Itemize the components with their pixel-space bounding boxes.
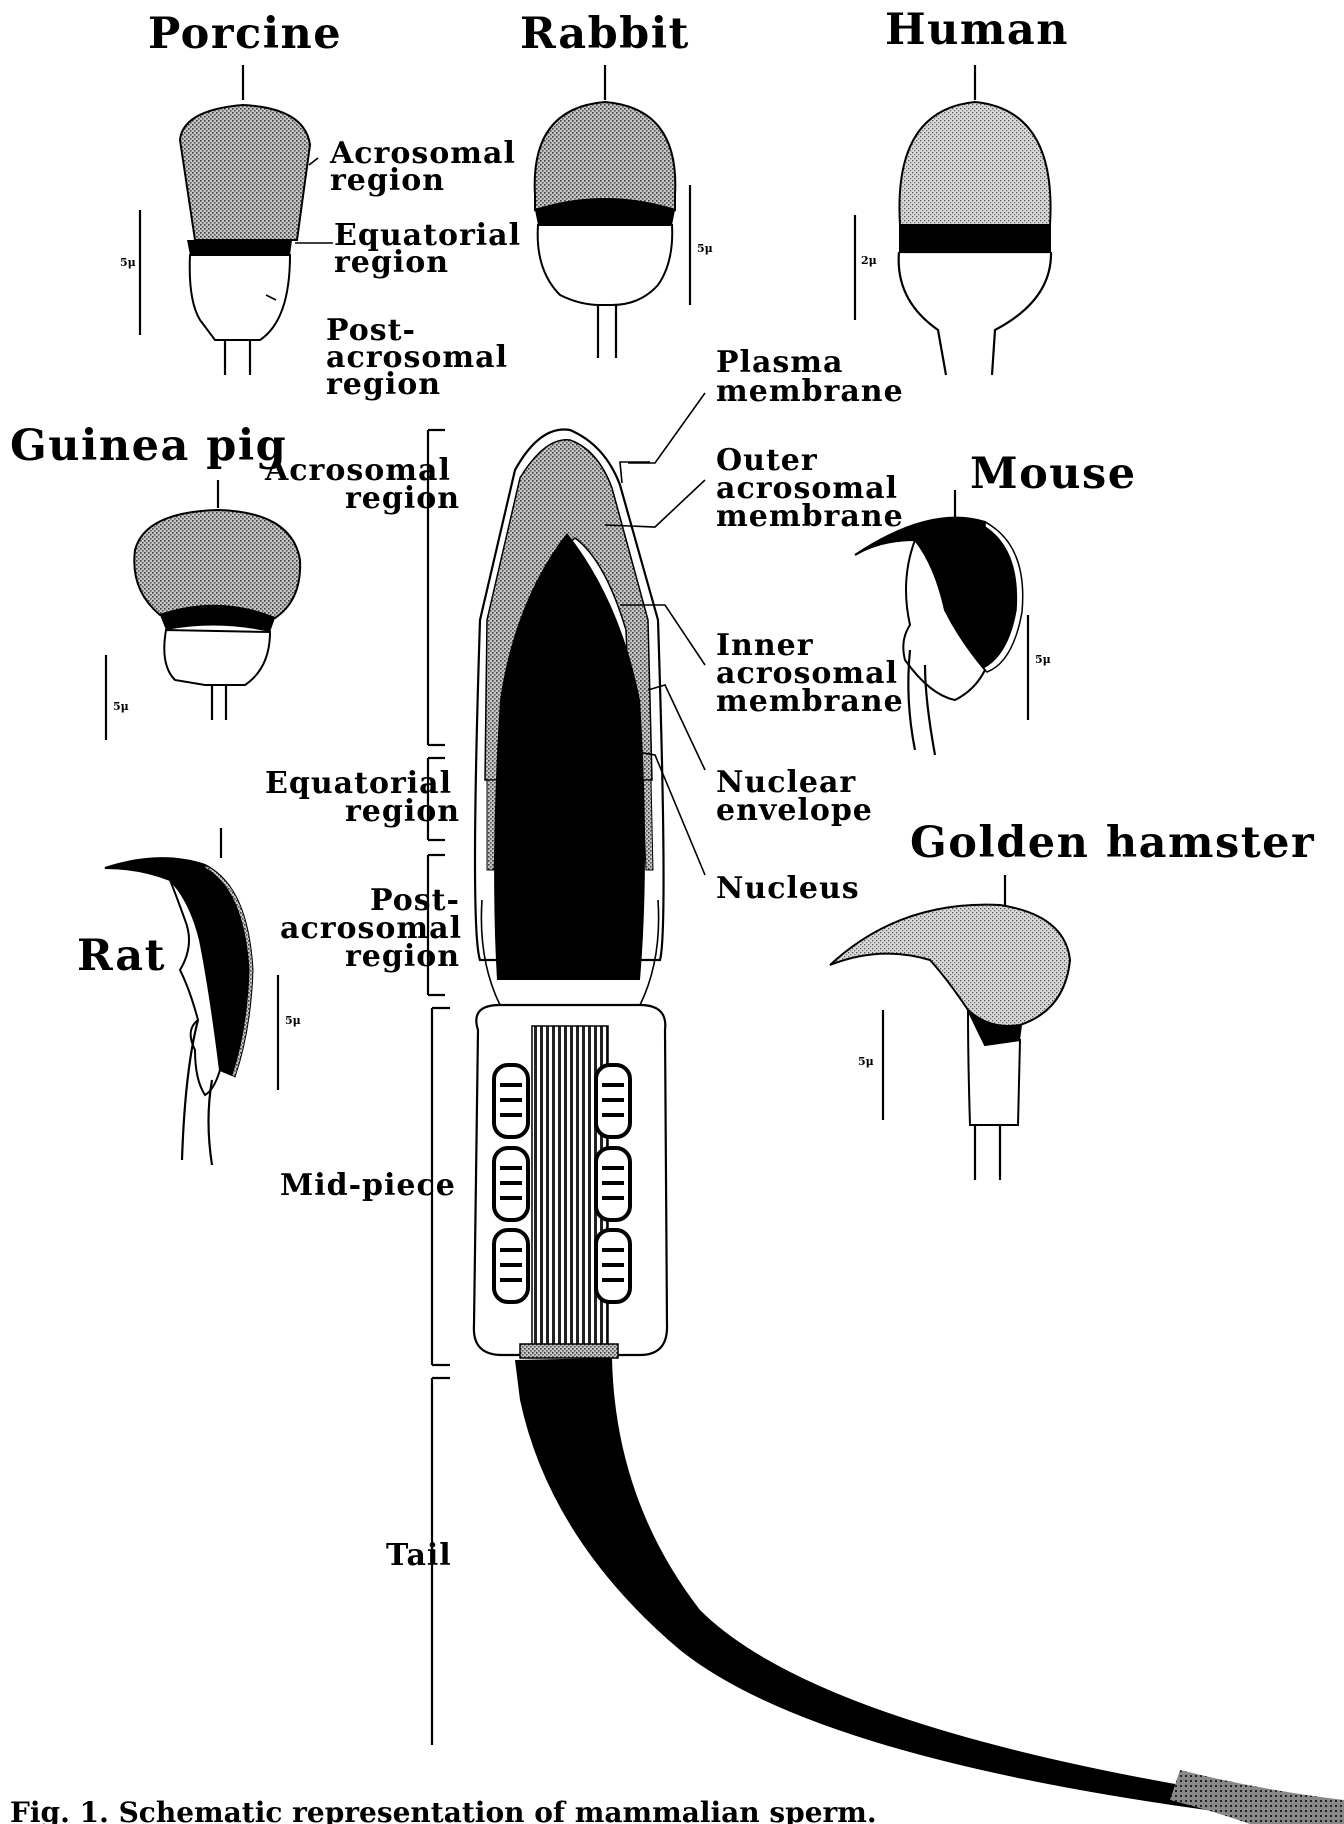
sperm-tail — [515, 1358, 1344, 1824]
central-sperm-head — [475, 430, 664, 981]
porcine-scale-label: 5μ — [120, 256, 136, 269]
porcine-acrosomal-label-2: region — [330, 163, 445, 198]
rat-scale-label: 5μ — [285, 1014, 301, 1027]
porcine-title: Porcine — [148, 9, 342, 59]
mitochondria-left — [494, 1065, 528, 1302]
guinea-pig-title: Guinea pig — [10, 421, 287, 471]
golden-hamster-sperm-head — [830, 875, 1070, 1180]
human-title: Human — [885, 5, 1069, 55]
rat-title: Rat — [77, 931, 166, 981]
guinea-pig-scale-label: 5μ — [113, 700, 129, 713]
region-tail-label: Tail — [386, 1538, 452, 1573]
region-equatorial-label-2: region — [345, 794, 460, 829]
mitochondria-right — [596, 1065, 630, 1302]
human-scale-label: 2μ — [861, 254, 877, 267]
porcine-sperm-head — [140, 65, 333, 375]
porcine-post-acrosomal-label-3: region — [326, 367, 441, 402]
region-acrosomal-label-2: region — [345, 481, 460, 516]
human-sperm-head — [855, 65, 1051, 375]
region-post-acrosomal-label-3: region — [345, 939, 460, 974]
golden-hamster-scale-label: 5μ — [858, 1055, 874, 1068]
mouse-scale-label: 5μ — [1035, 653, 1051, 666]
mouse-title: Mouse — [970, 449, 1137, 499]
region-mid-piece-label: Mid-piece — [280, 1168, 456, 1203]
rabbit-sperm-head — [535, 65, 690, 358]
outer-acrosomal-membrane-label-3: membrane — [716, 499, 904, 534]
nuclear-envelope-label-2: envelope — [716, 793, 873, 828]
golden-hamster-title: Golden hamster — [910, 818, 1315, 868]
plasma-membrane-label-2: membrane — [716, 374, 904, 409]
sperm-mid-piece — [474, 1005, 667, 1358]
inner-acrosomal-membrane-label-3: membrane — [716, 684, 904, 719]
rabbit-scale-label: 5μ — [697, 242, 713, 255]
figure-caption: Fig. 1. Schematic representation of mamm… — [10, 1796, 877, 1824]
rabbit-title: Rabbit — [520, 9, 690, 59]
nucleus-label: Nucleus — [716, 871, 860, 906]
porcine-equatorial-label-2: region — [334, 245, 449, 280]
guinea-pig-sperm-head — [106, 480, 300, 740]
rat-sperm-head — [105, 828, 278, 1165]
